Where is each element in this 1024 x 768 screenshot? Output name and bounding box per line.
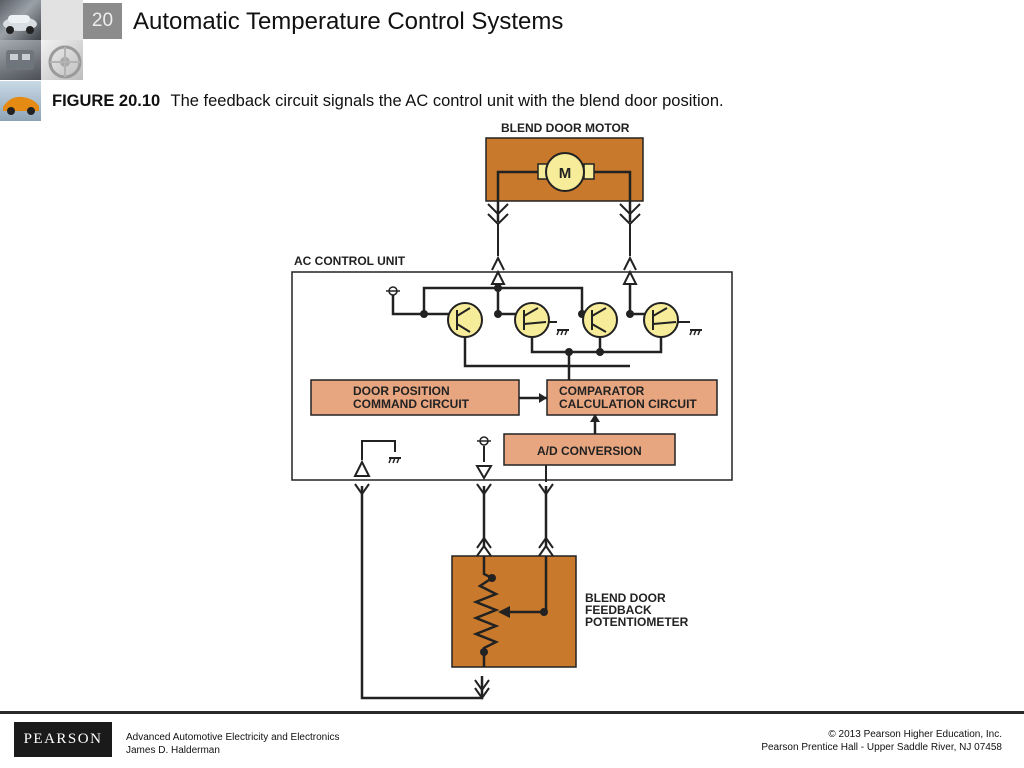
potentiometer-dots: [480, 574, 548, 656]
feedback-potentiometer-box: [451, 555, 577, 668]
car-photo-icon: [3, 15, 37, 34]
potentiometer-connectors: [354, 483, 554, 700]
chapter-number-badge: 20: [83, 3, 122, 39]
sports-car-thumbnail: [0, 81, 41, 121]
feedback-circuit-diagram: BLEND DOOR MOTOR M AC CONTROL UNIT: [291, 121, 733, 700]
footer-publisher-line: Pearson Prentice Hall - Upper Saddle Riv…: [761, 742, 1002, 753]
transistor-2: [514, 302, 550, 338]
transistors: [447, 302, 679, 338]
comparator-label-1: COMPARATOR: [559, 384, 645, 398]
ad-ground-symbol: [388, 457, 402, 464]
feedback-terminals: [353, 440, 547, 482]
engine-thumbnail: [0, 40, 41, 80]
ad-to-comparator-arrow: [590, 414, 600, 422]
motor-leads: [496, 170, 632, 222]
door-position-label-2: COMMAND CIRCUIT: [353, 397, 470, 411]
car-thumbnail-1: [0, 0, 41, 40]
transistor-3: [582, 302, 618, 338]
ad-conversion-label: A/D CONVERSION: [537, 444, 642, 458]
engine-photo-icon: [6, 50, 34, 70]
comparator-label-2: CALCULATION CIRCUIT: [559, 397, 697, 411]
figure-caption: FIGURE 20.10 The feedback circuit signal…: [52, 92, 724, 111]
transistor-1: [447, 302, 483, 338]
ac-control-unit-box: [291, 271, 733, 481]
footer-copyright: © 2013 Pearson Higher Education, Inc. Pe…: [761, 728, 1002, 754]
wiper-arrow: [498, 606, 510, 618]
door-position-label-1: DOOR POSITION: [353, 384, 450, 398]
footer-book-info: Advanced Automotive Electricity and Elec…: [126, 731, 339, 757]
footer-book-title: Advanced Automotive Electricity and Elec…: [126, 732, 340, 743]
motor-letter: M: [559, 165, 572, 182]
comparator-box: [546, 379, 718, 416]
transistor-4: [643, 302, 679, 338]
feedback-label-2: FEEDBACK: [585, 603, 652, 617]
command-to-comparator-arrow: [539, 393, 547, 403]
gray-tile-top: [41, 0, 83, 40]
slide-title: Automatic Temperature Control Systems: [133, 8, 564, 35]
footer-divider: [0, 711, 1024, 714]
footer-author: James D. Halderman: [126, 745, 220, 756]
door-position-command-box: [310, 379, 520, 416]
figure-caption-text: The feedback circuit signals the AC cont…: [170, 92, 724, 110]
blend-door-motor-label: BLEND DOOR MOTOR: [501, 121, 630, 135]
figure-number: FIGURE 20.10: [52, 92, 161, 110]
gray-tile-left: [0, 80, 41, 81]
motor-connectors: [487, 203, 641, 285]
feedback-label-3: POTENTIOMETER: [585, 615, 689, 629]
feedback-label-1: BLEND DOOR: [585, 591, 666, 605]
ac-control-unit-label: AC CONTROL UNIT: [294, 254, 406, 268]
sports-car-photo-icon: [3, 96, 39, 115]
pearson-logo: PEARSON: [14, 722, 112, 757]
footer-copyright-line: © 2013 Pearson Higher Education, Inc.: [828, 729, 1002, 740]
sensor-ref-symbol: [477, 436, 491, 446]
wheel-tile: [41, 40, 83, 80]
ad-conversion-box: [503, 433, 676, 466]
motor-symbol: M: [537, 152, 595, 192]
wheel-photo-icon: [48, 45, 82, 79]
bridge-wiring: [391, 284, 663, 434]
bridge-ground-symbols: [386, 286, 703, 336]
